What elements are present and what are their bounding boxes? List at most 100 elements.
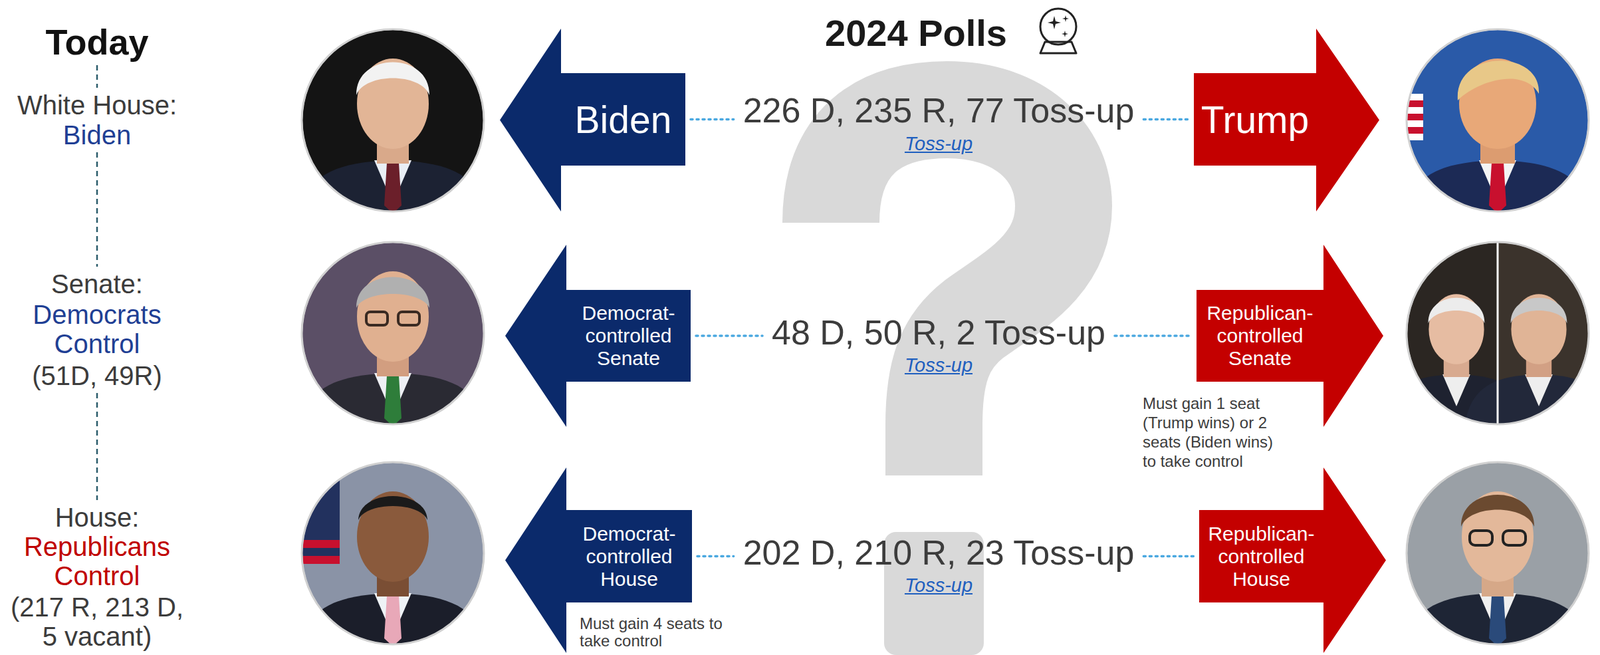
portrait-photo-part — [301, 461, 484, 645]
portrait-photo-part-part — [384, 595, 402, 647]
portrait-photo-part — [301, 29, 484, 212]
timeline-dash — [96, 392, 99, 500]
arrow-fill — [505, 467, 692, 653]
portrait-photo-part-part — [1457, 60, 1539, 101]
left-arrow-node: Biden — [499, 28, 686, 212]
portrait-photo-part-part — [1404, 592, 1591, 647]
poll-count: 202 D, 210 R, 23 Toss-up — [743, 532, 1135, 573]
crystal-ball-icon — [1040, 8, 1077, 54]
dotted-leader — [1143, 118, 1189, 121]
right-arrow-node: Trump — [1193, 28, 1380, 212]
question-mark-watermark — [830, 109, 1064, 655]
heading-label: Today — [0, 21, 195, 63]
dotted-leader — [1114, 334, 1192, 338]
crystal-ball-icon-part — [1040, 8, 1077, 45]
seat-count: (217 R, 213 D, 5 vacant) — [0, 592, 195, 651]
status-label: House: — [0, 502, 195, 532]
portrait-photo-part-part — [299, 459, 340, 560]
portrait-photo-part-part — [1404, 27, 1591, 214]
portrait-photo-part-part-part — [1464, 374, 1600, 428]
question-mark-hook — [830, 109, 1064, 476]
arrow-label: Republican-controlled House — [1203, 522, 1320, 591]
portrait-photo-part-part — [299, 539, 340, 548]
portrait-photo-part-part — [1404, 459, 1591, 647]
portrait-photo-part-part — [299, 592, 486, 647]
crystal-ball-icon-part — [1047, 15, 1061, 30]
party-label: Biden — [0, 120, 195, 150]
portrait-photo-part-part — [299, 239, 486, 427]
timeline-dash — [96, 152, 99, 267]
portrait-photo-part — [299, 239, 486, 427]
portrait-photo-part — [1381, 239, 1600, 428]
portrait-photo-part-part — [366, 311, 388, 326]
portrait-photo-part-part — [299, 555, 340, 564]
party-label: Democrats Control — [0, 299, 195, 359]
crystal-ball-icon-part — [1062, 15, 1069, 22]
arrow-label: Biden — [565, 98, 682, 141]
portrait-photo — [299, 459, 486, 647]
note-text: Must gain 1 seat (Trump wins) or 2 seats… — [1142, 393, 1283, 471]
arrow-label: Democrat-controlled Senate — [570, 301, 687, 370]
portrait-photo-part-part — [1496, 239, 1499, 427]
portrait-photo-part-part — [1488, 162, 1507, 214]
left-arrow-node: Democrat-controlled House — [505, 467, 692, 653]
chart-title: 2024 Polls — [824, 11, 1008, 55]
portrait-photo-part-part — [299, 372, 486, 427]
portrait-photo-part-part-part — [1428, 297, 1486, 324]
arrow-label: Trump — [1197, 98, 1313, 141]
portrait-photo-part-part — [1404, 160, 1591, 214]
poll-count: 48 D, 50 R, 2 Toss-up — [771, 312, 1106, 353]
right-arrow-node: Republican-controlled House — [1199, 467, 1386, 653]
portrait-photo — [299, 239, 486, 427]
arrow-fill — [1193, 28, 1380, 212]
portrait-photo-part-part — [1464, 293, 1600, 428]
portrait-photo-part-part — [1469, 530, 1493, 546]
portrait-photo-part-part — [384, 162, 402, 214]
portrait-photo-part — [1406, 241, 1589, 425]
status-label: Senate: — [0, 269, 195, 299]
poll-count: 226 D, 235 R, 77 Toss-up — [743, 90, 1135, 131]
dotted-leader — [690, 118, 734, 121]
portrait-photo-part-part — [299, 160, 486, 214]
seat-count: (51D, 49R) — [0, 360, 195, 391]
left-arrow-node: Democrat-controlled Senate — [505, 244, 691, 427]
portrait-photo — [299, 27, 486, 214]
toss-up-link: Toss-up — [904, 573, 973, 597]
toss-up-link: Toss-up — [904, 353, 973, 377]
timeline-dash — [96, 65, 99, 88]
portrait-photo-part — [1404, 27, 1591, 214]
portrait-photo — [1404, 459, 1591, 647]
right-arrow-node: Republican-controlled Senate — [1196, 244, 1384, 427]
arrow-fill — [1196, 244, 1384, 427]
dotted-leader — [1143, 555, 1194, 558]
party-label: Republicans Control — [0, 531, 195, 591]
portrait-photo-part-part — [384, 375, 402, 427]
dotted-leader — [695, 334, 763, 338]
arrow-fill — [499, 28, 686, 212]
arrow-fill — [505, 244, 691, 427]
toss-up-link: Toss-up — [904, 132, 973, 155]
portrait-photo-part-part — [1461, 494, 1535, 527]
portrait-photo-part-part-part — [1428, 293, 1484, 365]
portrait-photo-part — [1404, 459, 1591, 647]
portrait-photo-part-part-part — [1510, 297, 1568, 324]
portrait-photo — [1404, 27, 1591, 214]
portrait-photo-part-part — [299, 27, 486, 214]
portrait-photo-part-part — [356, 491, 429, 582]
arrow-label: Democrat-controlled House — [570, 522, 688, 591]
portrait-photo-part-part — [358, 495, 428, 520]
portrait-photo-part — [301, 241, 484, 425]
portrait-photo — [1381, 239, 1600, 428]
portrait-photo-part-part — [398, 311, 420, 326]
dotted-leader — [697, 555, 734, 558]
portrait-photo-part — [299, 27, 486, 214]
portrait-photo-part-part-part — [1510, 293, 1567, 365]
portrait-photo-part — [299, 459, 486, 647]
portrait-photo-part-part — [356, 277, 430, 309]
portrait-photo-part-part — [356, 62, 430, 96]
note-text: Must gain 4 seats to take control — [579, 614, 736, 650]
portrait-photo-part — [1406, 29, 1589, 212]
status-label: White House: — [0, 90, 195, 120]
portrait-photo-part-part — [1502, 530, 1526, 546]
